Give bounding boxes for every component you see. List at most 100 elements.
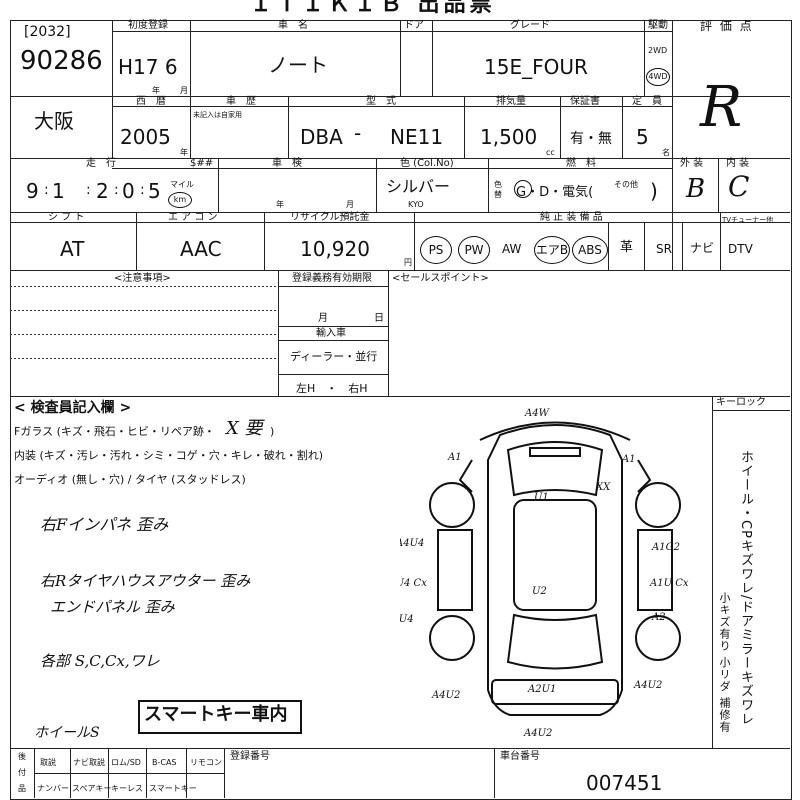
footer-label-2: 付 — [18, 768, 26, 777]
acc-spare-key: スペアキー — [72, 784, 112, 793]
warranty: 有・無 — [570, 131, 612, 147]
mileage-digit-3: 0 — [122, 179, 135, 203]
displacement-label: 排気量 — [496, 96, 526, 107]
drive-label: 駆動 — [648, 20, 668, 31]
mileage-digit-4: 5 — [148, 179, 161, 203]
mark-right-front-door: A1G2 — [651, 542, 680, 553]
inspection-year-unit: 年 — [276, 200, 284, 209]
mark-left-rear-wheel: A2 U4 — [400, 614, 414, 625]
shift-label: シ フ ト — [48, 212, 85, 223]
first-reg-month-unit: 月 — [180, 86, 188, 95]
car-name: ノート — [268, 53, 328, 77]
color-label: 色 (Col.No) — [400, 158, 454, 169]
fuel: G・D・電気( — [516, 185, 594, 200]
equip-ps: PS — [420, 236, 452, 264]
note-3: エンドパネル 歪み — [50, 598, 175, 616]
mark-right-rear-wheel: A2 — [651, 612, 666, 623]
smart-key-text: スマートキー車内 — [144, 704, 288, 725]
location: 大阪 — [34, 109, 74, 133]
acc-smart-key: スマートキー — [149, 784, 197, 793]
door-label: ドア — [404, 20, 424, 31]
displacement-unit: cc — [546, 148, 555, 157]
mark-left-rear-door: A4U4 Cx — [400, 578, 427, 589]
reg-day-unit: 日 — [374, 313, 384, 324]
footer-label-3: 品 — [18, 784, 26, 793]
note-4: 各部 S,C,Cx,ワレ — [40, 652, 160, 670]
mark-left-front-door: A4U4 — [400, 538, 424, 549]
repaint-label: 色替 — [494, 180, 502, 199]
color-code: KYO — [408, 200, 424, 209]
acc-manual: 取説 — [40, 758, 56, 767]
acc-plate: ナンバー — [37, 784, 69, 793]
key-lock-label: キーロック — [716, 397, 766, 408]
mark-front-left: A1 — [447, 452, 462, 463]
lot-label: [2032] — [24, 24, 71, 40]
acc-navi-manual: ナビ取説 — [73, 758, 105, 767]
mark-rear-panel: A2U1 — [527, 684, 556, 695]
mileage-digit-0: 9 — [26, 179, 39, 203]
capacity-label: 定 員 — [632, 96, 662, 107]
mark-roof-front: U1 — [534, 492, 549, 503]
car-damage-diagram: A4W A1 A1 XX U1 A4U4 A1G2 A4U4 Cx U2 A1U… — [400, 408, 689, 739]
first-reg-year-unit: 年 — [152, 86, 160, 95]
chassis-number: 007451 — [586, 771, 663, 795]
mark-rear-bumper: A4U2 — [523, 728, 552, 739]
equip-abs: ABS — [572, 236, 608, 264]
exterior-label: 外 装 — [680, 158, 704, 169]
page-title: ＩＴＩＫＩＢ 出品票 — [250, 0, 496, 17]
first-reg-value: H17 6 — [118, 55, 178, 79]
mark-front-bumper: A4W — [524, 408, 550, 419]
acc-rom-sd: ロム/SD — [111, 758, 141, 767]
drive-4wd-circled: 4WD — [646, 68, 670, 86]
reg-expiry-label: 登録義務有効期限 — [292, 273, 372, 284]
mileage-unit-km-circled: km — [168, 192, 192, 208]
model-dash: - — [354, 121, 362, 145]
mark-left-rear-quarter: A4U2 — [431, 690, 460, 701]
equip-airbag: エアB — [534, 236, 570, 264]
ac-label: エ ア コ ン — [168, 212, 218, 223]
year: 2005 — [120, 125, 171, 149]
grade-label: グレード — [510, 20, 550, 31]
mark-right-rear-quarter: A4U2 — [633, 680, 662, 691]
fglass-line: Fガラス (キズ・飛石・ヒビ・リペア跡・ — [14, 425, 215, 438]
tv-label: TVチューナー他 — [722, 216, 774, 224]
capacity-unit: 名 — [662, 148, 670, 157]
score: R — [700, 75, 743, 140]
color: シルバー — [386, 177, 451, 196]
mark-right-mirror: XX — [595, 482, 611, 493]
reg-month-unit: 月 — [318, 313, 328, 324]
side-note-1: ホイール・CPキズワレ/ドアミラーキズワレ — [738, 450, 753, 727]
inspection-month-unit: 月 — [346, 200, 354, 209]
acc-bcas: B-CAS — [152, 758, 177, 767]
ac: AAC — [180, 237, 222, 261]
year-label: 西 暦 — [136, 96, 166, 107]
mileage-unit-mile: マイル — [170, 180, 194, 189]
fuel-g-circle — [514, 180, 532, 198]
acc-keyless: キーレス — [111, 784, 143, 793]
equip-leather: 革 — [620, 240, 634, 255]
mark-front-right: A1 — [621, 454, 636, 465]
note-1: 右Fインパネ 歪み — [40, 515, 169, 534]
mileage-digit-1: 1 — [52, 179, 65, 203]
history-label: 車 歴 — [226, 96, 256, 107]
grade: 15E_FOUR — [484, 55, 588, 79]
fglass-close: ) — [270, 425, 275, 438]
recycle-unit: 円 — [404, 258, 412, 267]
reg-number-label: 登録番号 — [230, 751, 270, 762]
mileage-digit-2: 2 — [96, 179, 109, 203]
side-note-2: 小キズ有り 小リダ 補修有 — [718, 592, 731, 733]
car-name-label: 車 名 — [278, 20, 308, 31]
equip-navi: ナビ — [690, 241, 715, 255]
model-code: NE11 — [390, 125, 444, 149]
drive-2wd: 2WD — [648, 46, 668, 55]
wheel-note: ホイールS — [34, 725, 100, 741]
recycle-label: リサイクル預託金 — [290, 212, 370, 223]
interior-line: 内装 (キズ・汚レ・汚れ・シミ・コゲ・穴・キレ・破れ・割れ) — [14, 449, 324, 462]
year-unit: 年 — [180, 148, 188, 157]
fuel-other: その他 — [614, 180, 638, 189]
fuel-close: ) — [650, 179, 658, 203]
caution-label: <注意事項> — [114, 273, 171, 284]
fuel-label: 燃 料 — [566, 158, 596, 169]
displacement: 1,500 — [480, 125, 538, 149]
acc-remote: リモコン — [190, 758, 222, 767]
